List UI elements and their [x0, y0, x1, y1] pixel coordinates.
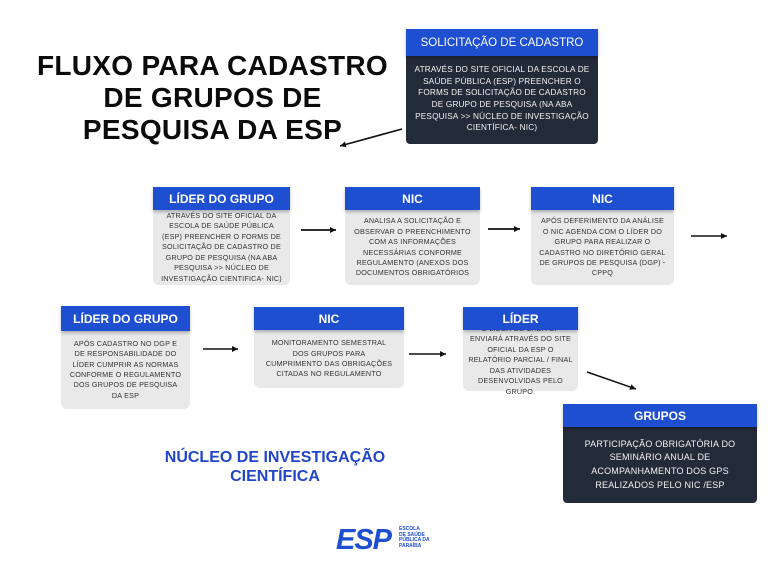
node-nic-1-header: NIC	[345, 187, 480, 210]
node-grupos-body: PARTICIPAÇÃO OBRIGATÓRIA DO SEMINÁRIO AN…	[563, 427, 757, 503]
node-lider-2-header: LÍDER DO GRUPO	[61, 306, 190, 331]
node-lider-2: LÍDER DO GRUPO APÓS CADASTRO NO DGP E DE…	[61, 306, 190, 409]
node-nic-1-body: ANALISA A SOLICITAÇÃO E OBSERVAR O PREEN…	[345, 207, 480, 285]
footer-title: NÚCLEO DE INVESTIGAÇÃO CIENTÍFICA	[150, 448, 400, 486]
logo-subtitle: ESCOLA DE SAÚDE PÚBLICA DA PARAÍBA	[399, 526, 449, 549]
logo-sub-4: PARAÍBA	[399, 542, 422, 549]
node-lider-1-header: LÍDER DO GRUPO	[153, 187, 290, 210]
node-lider-3: LÍDER O LÍDER DE CADA GP ENVIARÁ ATRAVÉS…	[463, 307, 578, 396]
logo-sub-1: ESCOLA	[399, 526, 420, 532]
title-line-3: PESQUISA DA ESP	[82, 114, 343, 145]
node-nic-1: NIC ANALISA A SOLICITAÇÃO E OBSERVAR O P…	[345, 187, 480, 285]
title-line-2: DE GRUPOS DE	[103, 82, 322, 113]
node-lider-1-body: ATRAVÉS DO SITE OFICIAL DA ESCOLA DE SAÚ…	[153, 207, 290, 285]
node-lider-3-body: O LÍDER DE CADA GP ENVIARÁ ATRAVÉS DO SI…	[463, 324, 578, 396]
esp-logo: ESP ESCOLA DE SAÚDE PÚBLICA DA PARAÍBA	[336, 525, 446, 555]
node-grupos: GRUPOS PARTICIPAÇÃO OBRIGATÓRIA DO SEMIN…	[563, 404, 757, 503]
logo-sub-2: DE SAÚDE	[399, 531, 425, 538]
node-nic-3-header: NIC	[254, 307, 404, 330]
node-solicitacao-header: SOLICITAÇÃO DE CADASTRO	[406, 29, 598, 56]
node-nic-3-body: MONITORAMENTO SEMESTRAL DOS GRUPOS PARA …	[254, 327, 404, 388]
footer-line-2: CIENTÍFICA	[230, 468, 320, 485]
node-lider-1: LÍDER DO GRUPO ATRAVÉS DO SITE OFICIAL D…	[153, 187, 290, 285]
page-title: FLUXO PARA CADASTRO DE GRUPOS DE PESQUIS…	[20, 50, 405, 146]
arrow-lider3-to-grupos	[586, 371, 637, 390]
title-line-1: FLUXO PARA CADASTRO	[36, 50, 389, 81]
node-nic-2-header: NIC	[531, 187, 674, 210]
logo-wordmark: ESP	[336, 524, 392, 556]
node-nic-2-body: APÓS DEFERIMENTO DA ANÁLISE O NIC AGENDA…	[531, 207, 674, 285]
node-solicitacao-body: ATRAVÉS DO SITE OFICIAL DA ESCOLA DE SAÚ…	[406, 54, 598, 144]
footer-line-1: NÚCLEO DE INVESTIGAÇÃO	[164, 449, 386, 466]
node-lider-2-body: APÓS CADASTRO NO DGP E DE RESPONSABILIDA…	[61, 328, 190, 409]
node-nic-3: NIC MONITORAMENTO SEMESTRAL DOS GRUPOS P…	[254, 307, 404, 388]
logo-sub-3: PÚBLICA DA	[399, 537, 430, 544]
arrow-solicitacao-to-title	[339, 128, 403, 148]
node-grupos-header: GRUPOS	[563, 404, 757, 427]
node-nic-2: NIC APÓS DEFERIMENTO DA ANÁLISE O NIC AG…	[531, 187, 674, 285]
node-solicitacao: SOLICITAÇÃO DE CADASTRO ATRAVÉS DO SITE …	[406, 29, 598, 144]
node-lider-3-header: LÍDER	[463, 307, 578, 330]
